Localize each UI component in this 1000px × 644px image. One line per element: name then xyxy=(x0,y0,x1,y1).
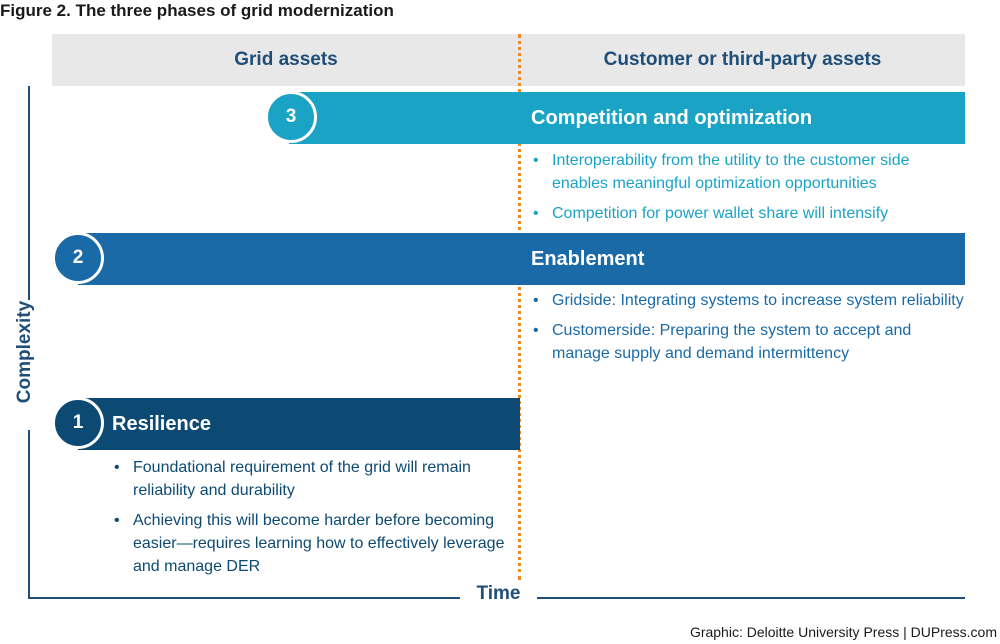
bullet-icon: • xyxy=(533,292,539,309)
x-axis-line-right xyxy=(537,597,965,599)
bullet-icon: • xyxy=(533,152,539,169)
x-axis-label: Time xyxy=(460,583,537,605)
phase-2-bullet-list: • Gridside: Integrating systems to increa… xyxy=(531,289,965,372)
asset-divider-dotted-line xyxy=(518,34,521,580)
column-header-grid-assets: Grid assets xyxy=(234,49,338,70)
bullet-icon: • xyxy=(114,512,120,529)
bullet-icon: • xyxy=(533,205,539,222)
phase-2-band xyxy=(78,233,965,285)
column-header-customer-assets: Customer or third-party assets xyxy=(603,49,882,70)
phase-1-title: Resilience xyxy=(112,413,211,435)
bullet-text: Interoperability from the utility to the… xyxy=(552,152,910,192)
bullet-icon: • xyxy=(533,322,539,339)
column-header-band xyxy=(52,34,965,86)
y-axis-label: Complexity xyxy=(14,300,35,404)
phase-1-band xyxy=(78,398,520,450)
phase-3-band xyxy=(289,92,965,144)
y-axis-label-mask xyxy=(0,300,50,430)
phase-2-title: Enablement xyxy=(531,248,645,270)
phase-1-bullet-list: • Foundational requirement of the grid wi… xyxy=(112,456,518,585)
x-axis-line-left xyxy=(28,597,460,599)
graphic-credit: Graphic: Deloitte University Press | DUP… xyxy=(689,624,997,640)
figure-title: Figure 2. The three phases of grid moder… xyxy=(0,1,394,20)
bullet-text: Competition for power wallet share will … xyxy=(552,205,889,222)
list-item: • Gridside: Integrating systems to increa… xyxy=(531,289,965,312)
list-item: • Foundational requirement of the grid wi… xyxy=(112,456,518,502)
phase-3-bullet-list: • Interoperability from the utility to th… xyxy=(531,149,965,232)
list-item: • Achieving this will become harder befor… xyxy=(112,509,518,578)
bullet-text: Foundational requirement of the grid wil… xyxy=(133,459,471,499)
bullet-icon: • xyxy=(114,459,120,476)
phase-3-number-badge: 3 xyxy=(265,91,317,143)
list-item: • Competition for power wallet share will… xyxy=(531,202,965,225)
bullet-text: Gridside: Integrating systems to increas… xyxy=(552,292,964,309)
list-item: • Interoperability from the utility to th… xyxy=(531,149,965,195)
bullet-text: Achieving this will become harder before… xyxy=(133,512,505,575)
phase-1-number-badge: 1 xyxy=(52,397,104,449)
phase-2-number-badge: 2 xyxy=(52,232,104,284)
list-item: • Customerside: Preparing the system to a… xyxy=(531,319,965,365)
bullet-text: Customerside: Preparing the system to ac… xyxy=(552,322,912,362)
phase-3-title: Competition and optimization xyxy=(531,107,813,129)
